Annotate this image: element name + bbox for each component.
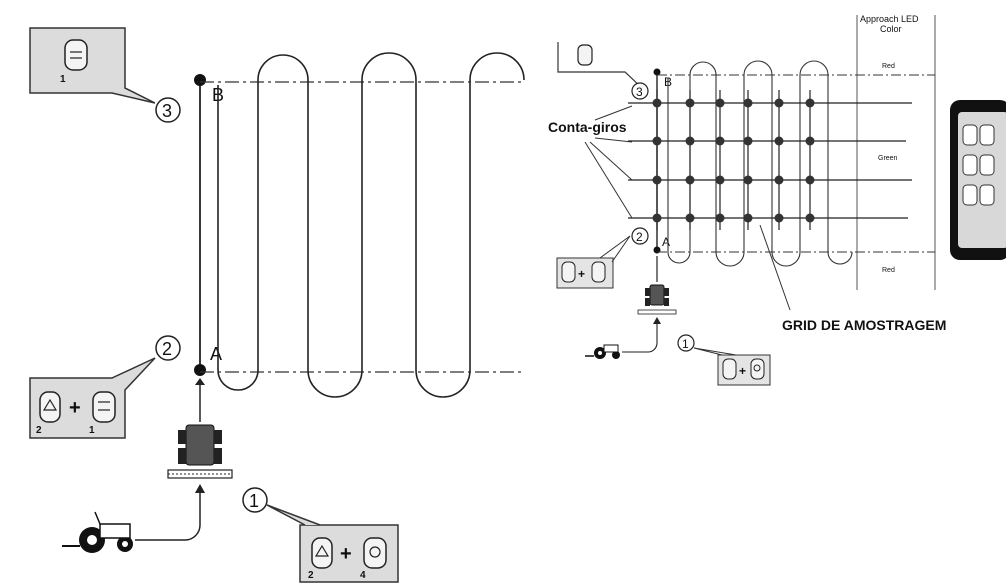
point-a-label: A <box>210 344 222 364</box>
display-device-icon <box>950 100 1006 260</box>
key-sub-label: 1 <box>89 425 95 436</box>
callout-r-step-2: + <box>556 235 631 289</box>
plus-sign: + <box>69 397 81 419</box>
r-step-3-marker <box>631 82 649 100</box>
r-point-a-label: A <box>662 235 670 249</box>
up-arrow-key-icon <box>39 391 61 423</box>
step-2-marker <box>155 335 181 361</box>
up-arrow-key-icon <box>722 358 737 380</box>
right-panel: Approach LED Color Red Green Red 3 B A <box>548 14 1006 386</box>
callout-step-1: 2 + 4 <box>266 504 399 583</box>
conta-giros-label: Conta-giros <box>548 119 627 135</box>
return-key-icon <box>591 261 606 283</box>
return-key-icon <box>577 44 593 66</box>
key-sub-label: 1 <box>60 74 66 85</box>
r-tractor-sideview-icon <box>585 344 620 359</box>
led-red-bottom: Red <box>882 267 895 274</box>
key-sub-label: 2 <box>36 425 42 436</box>
tractor-topview-icon <box>167 378 233 479</box>
r-point-b-dot <box>653 68 661 76</box>
r-tractor-topview-icon <box>637 256 677 315</box>
sample-points <box>652 98 815 223</box>
step-1-label: 1 <box>249 491 259 511</box>
step-3-label: 3 <box>162 101 172 121</box>
return-key-icon <box>92 391 116 423</box>
point-b-dot <box>194 74 206 86</box>
led-header-line2: Color <box>880 24 902 34</box>
up-arrow-key-icon <box>561 261 576 283</box>
return-key-icon <box>64 39 88 71</box>
led-red-top: Red <box>882 63 895 70</box>
callout-r-step-3 <box>557 42 643 89</box>
conta-giros-pointers <box>584 105 633 219</box>
step-1-marker <box>242 487 268 513</box>
up-arrow-key-icon <box>311 537 333 569</box>
travel-arrow <box>135 488 201 541</box>
r-travel-arrow <box>622 320 658 353</box>
r-step-3-label: 3 <box>636 85 643 99</box>
callout-r-step-1: + <box>693 347 771 386</box>
guidance-path <box>217 52 525 398</box>
power-key-icon <box>363 537 387 569</box>
r-plus-sign: + <box>739 364 746 378</box>
power-key-icon <box>750 358 765 380</box>
led-green: Green <box>878 155 898 162</box>
grid-de-amostragem-label: GRID DE AMOSTRAGEM <box>782 317 946 333</box>
tractor-sideview-icon <box>62 511 133 553</box>
key-sub-label: 2 <box>308 570 314 581</box>
grid-label-pointer <box>759 224 791 311</box>
plus-sign: + <box>340 543 352 565</box>
r-step-1-marker <box>677 334 695 352</box>
left-panel: 1 3 B A 2 + 1 2 <box>29 27 525 583</box>
step-3-marker <box>155 97 181 123</box>
r-step-2-marker <box>631 227 649 245</box>
callout-step-3: 1 <box>29 27 156 104</box>
r-step-2-label: 2 <box>636 230 643 244</box>
key-sub-label: 4 <box>360 570 366 581</box>
callout-step-2: 2 + 1 <box>29 357 156 439</box>
r-step-1-label: 1 <box>682 337 689 351</box>
led-header-line1: Approach LED <box>860 14 919 24</box>
r-guidance-path <box>667 60 853 267</box>
point-a-dot <box>194 364 206 376</box>
step-2-label: 2 <box>162 339 172 359</box>
r-plus-sign: + <box>578 267 585 281</box>
